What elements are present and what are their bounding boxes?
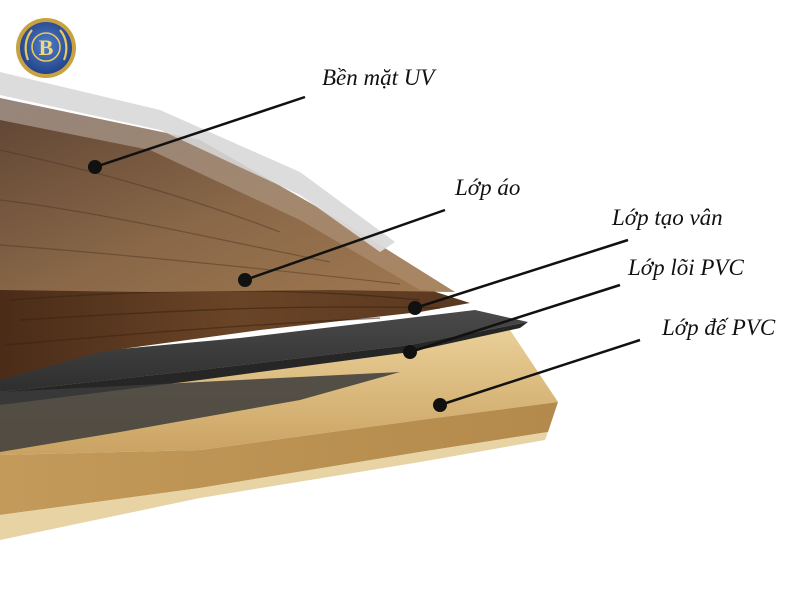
callout-line-wear [244, 208, 446, 282]
callout-dot-uv [88, 160, 102, 174]
laurel-emblem-icon: B [16, 18, 76, 78]
callout-line-core [409, 283, 621, 354]
labels: Bền mặt UV Lớp áo Lớp tạo vân Lớp lõi PV… [322, 65, 776, 340]
uv-film-sheen [0, 98, 455, 292]
layer-core-pvc [0, 310, 528, 452]
callout-dot-core [403, 345, 417, 359]
callout-line-pattern [414, 238, 629, 310]
label-base: Lớp đế PVC [661, 315, 776, 340]
callout-line-base [439, 338, 641, 407]
callout-line-uv [94, 95, 306, 169]
base-bottom-shade [0, 432, 548, 540]
callout-dot-pattern [408, 301, 422, 315]
logo-letter: B [39, 35, 54, 60]
base-front-edge [0, 402, 558, 515]
layer-uv [0, 72, 455, 292]
callout-dot-wear [238, 273, 252, 287]
label-core: Lớp lõi PVC [627, 255, 744, 280]
label-wear: Lớp áo [454, 175, 520, 200]
callout-dot-base [433, 398, 447, 412]
core-top-face [0, 310, 528, 392]
core-front-edge [0, 322, 528, 405]
wear-grain [0, 149, 401, 285]
callouts [88, 95, 641, 412]
label-pattern: Lớp tạo vân [611, 205, 723, 230]
core-left-body [0, 360, 400, 452]
label-uv: Bền mặt UV [322, 65, 437, 90]
